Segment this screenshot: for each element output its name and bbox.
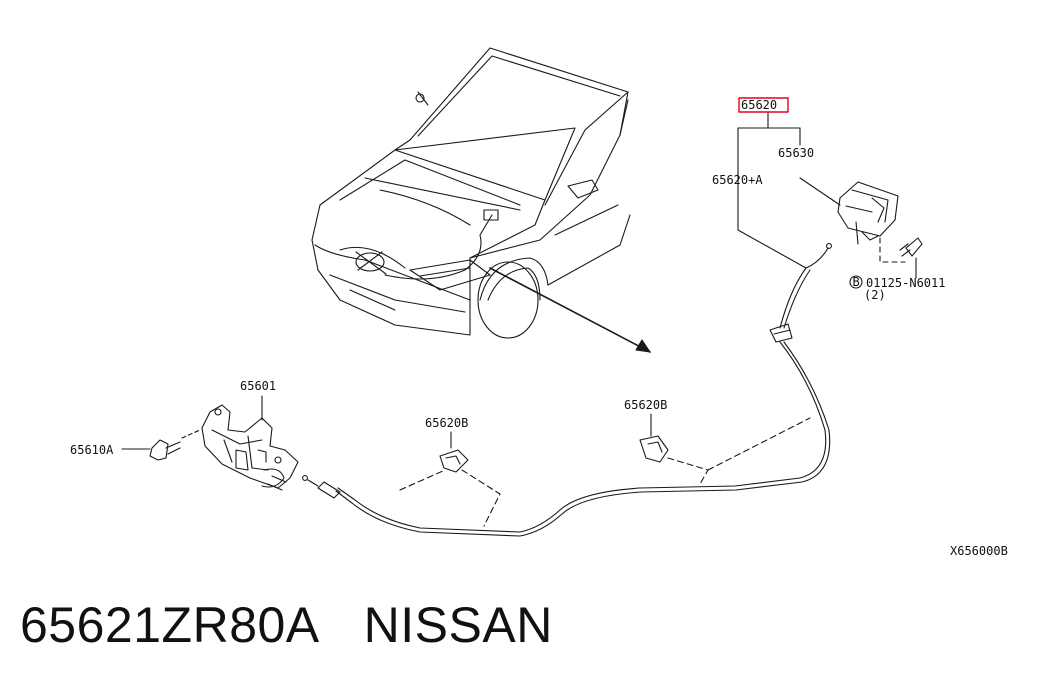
- release-handle-assembly: [737, 97, 923, 289]
- part-label-65620-a: 65620+A: [712, 173, 763, 187]
- part-label-65620b-left: 65620B: [425, 416, 468, 430]
- car-illustration: [311, 47, 651, 353]
- hood-release-cable: [302, 267, 831, 537]
- part-label-65610a: 65610A: [70, 443, 114, 457]
- cable-clips: [399, 413, 811, 527]
- bolt-marker-label: B: [853, 275, 860, 289]
- part-label-01125-n6011: 01125-N6011: [866, 276, 945, 290]
- hood-lock-assembly: [121, 395, 299, 491]
- part-number-footer: 65621ZR80A NISSAN: [20, 596, 553, 654]
- highlight-box: [738, 97, 789, 113]
- part-label-bolt-qty: (2): [864, 288, 886, 302]
- part-label-65620b-right: 65620B: [624, 398, 667, 412]
- part-label-65601: 65601: [240, 379, 276, 393]
- diagram-code-label: X656000B: [950, 544, 1008, 558]
- brand-name: NISSAN: [363, 597, 553, 653]
- part-number: 65621ZR80A: [20, 597, 320, 653]
- part-label-65620-highlighted: 65620: [741, 98, 777, 112]
- part-label-65630: 65630: [778, 146, 814, 160]
